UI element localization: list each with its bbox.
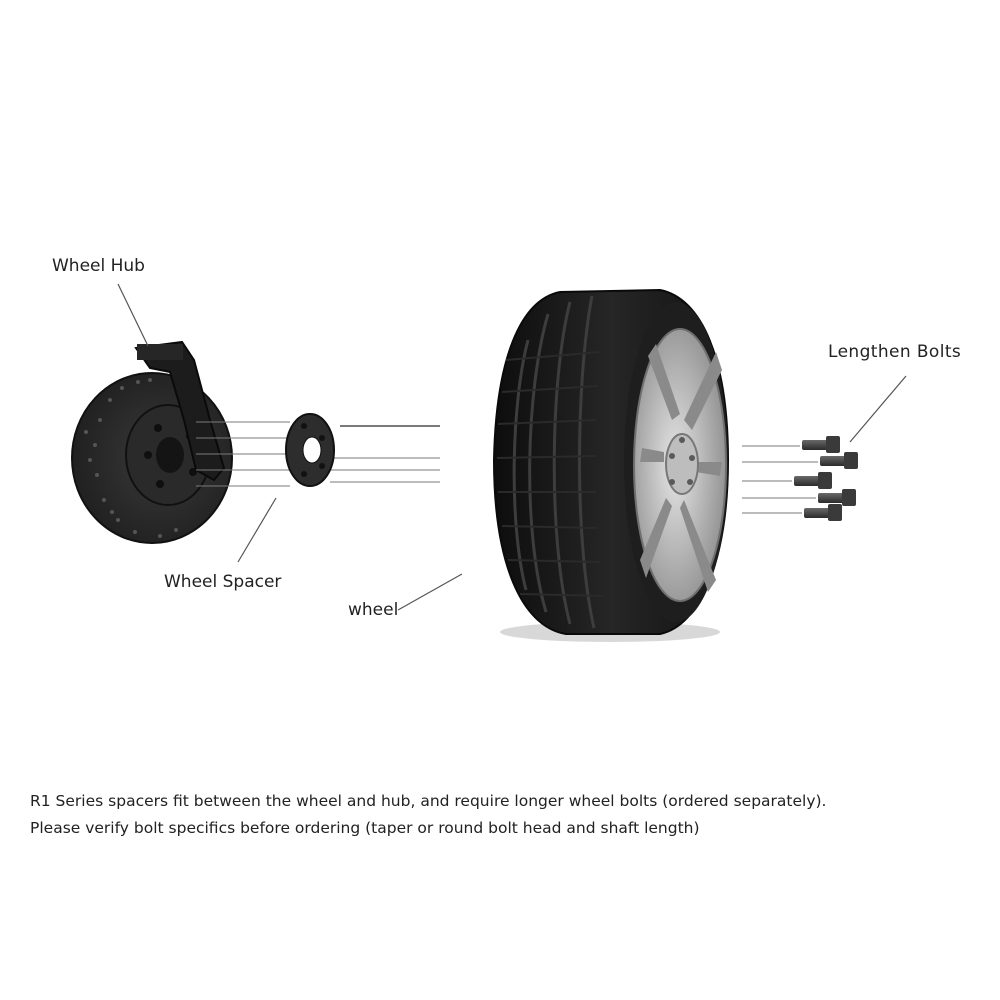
lengthen-bolts (794, 436, 858, 521)
wheel-and-tire (492, 288, 730, 642)
caption-line-1: R1 Series spacers fit between the wheel … (30, 792, 827, 810)
wheel-spacer (285, 413, 335, 487)
wheel-hub-assembly (71, 340, 233, 544)
spacer-leader-line (237, 497, 277, 563)
hub-leader-line (117, 283, 149, 347)
wheel-hub-label: Wheel Hub (52, 256, 145, 276)
bolt (818, 489, 856, 506)
alignment-lines (196, 421, 440, 487)
rotor-drill-holes (84, 378, 178, 538)
rim-spokes (640, 344, 722, 592)
bolt (820, 452, 858, 469)
brake-caliper (134, 340, 226, 482)
lengthen-bolts-label: Lengthen Bolts (828, 342, 962, 362)
bolt (794, 472, 832, 489)
leader-lines (117, 283, 907, 611)
caption: R1 Series spacers fit between the wheel … (30, 788, 980, 842)
bolts-leader-line (849, 375, 907, 443)
bolt (804, 504, 842, 521)
bolt-alignment-lines (742, 445, 818, 514)
caption-line-2: Please verify bolt specifics before orde… (30, 819, 700, 837)
tire-tread (512, 295, 596, 629)
wheel-leader-line (397, 573, 463, 611)
bolt (802, 436, 840, 453)
wheel-label: wheel (348, 600, 399, 620)
wheel-spacer-label: Wheel Spacer (164, 572, 282, 592)
